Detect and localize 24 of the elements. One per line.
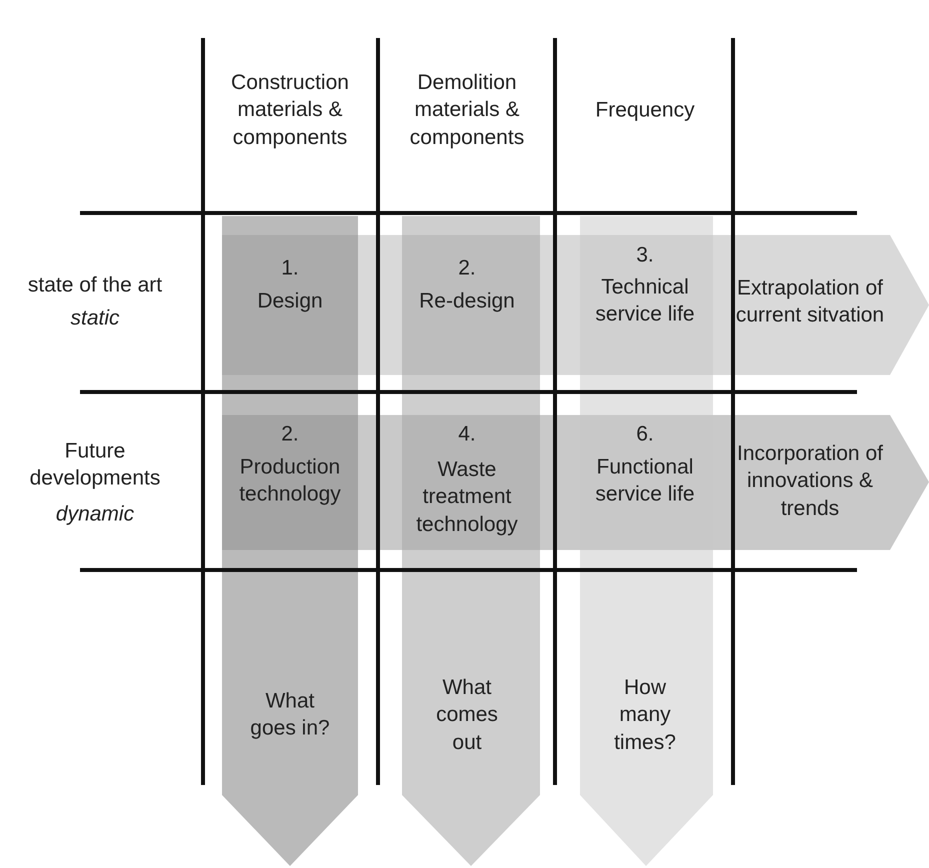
cell-text: Extrapolation of current sitvation xyxy=(735,276,885,329)
cell-text: Waste treatment technology xyxy=(415,457,519,538)
cell-text: 6. xyxy=(635,421,655,448)
cell-text: 3. xyxy=(635,242,655,268)
cell-text: Design xyxy=(256,288,324,314)
cell-text: Technical service life xyxy=(594,274,696,328)
question-text: How many times? xyxy=(613,675,677,756)
row-header: dynamic xyxy=(54,501,136,528)
question-text: What goes in? xyxy=(249,688,331,742)
cell-text: Incorporation of innovations & trends xyxy=(736,441,884,522)
cell-text: 2. xyxy=(457,255,477,282)
cell-text: Production technology xyxy=(238,454,342,508)
column-header: Construction materials & components xyxy=(230,70,350,151)
question-text: What comes out xyxy=(435,675,499,756)
column-header: Frequency xyxy=(594,97,696,124)
row-header: Future developments xyxy=(28,438,162,492)
cell-text: 2. xyxy=(280,421,300,448)
cell-text: Re-design xyxy=(418,288,516,314)
row-header: state of the art xyxy=(26,272,164,298)
cell-text: 4. xyxy=(457,421,477,448)
column-header: Demolition materials & components xyxy=(408,70,526,151)
cell-text: 1. xyxy=(280,255,300,282)
row-header: static xyxy=(69,305,120,332)
cell-text: Functional service life xyxy=(594,454,696,508)
